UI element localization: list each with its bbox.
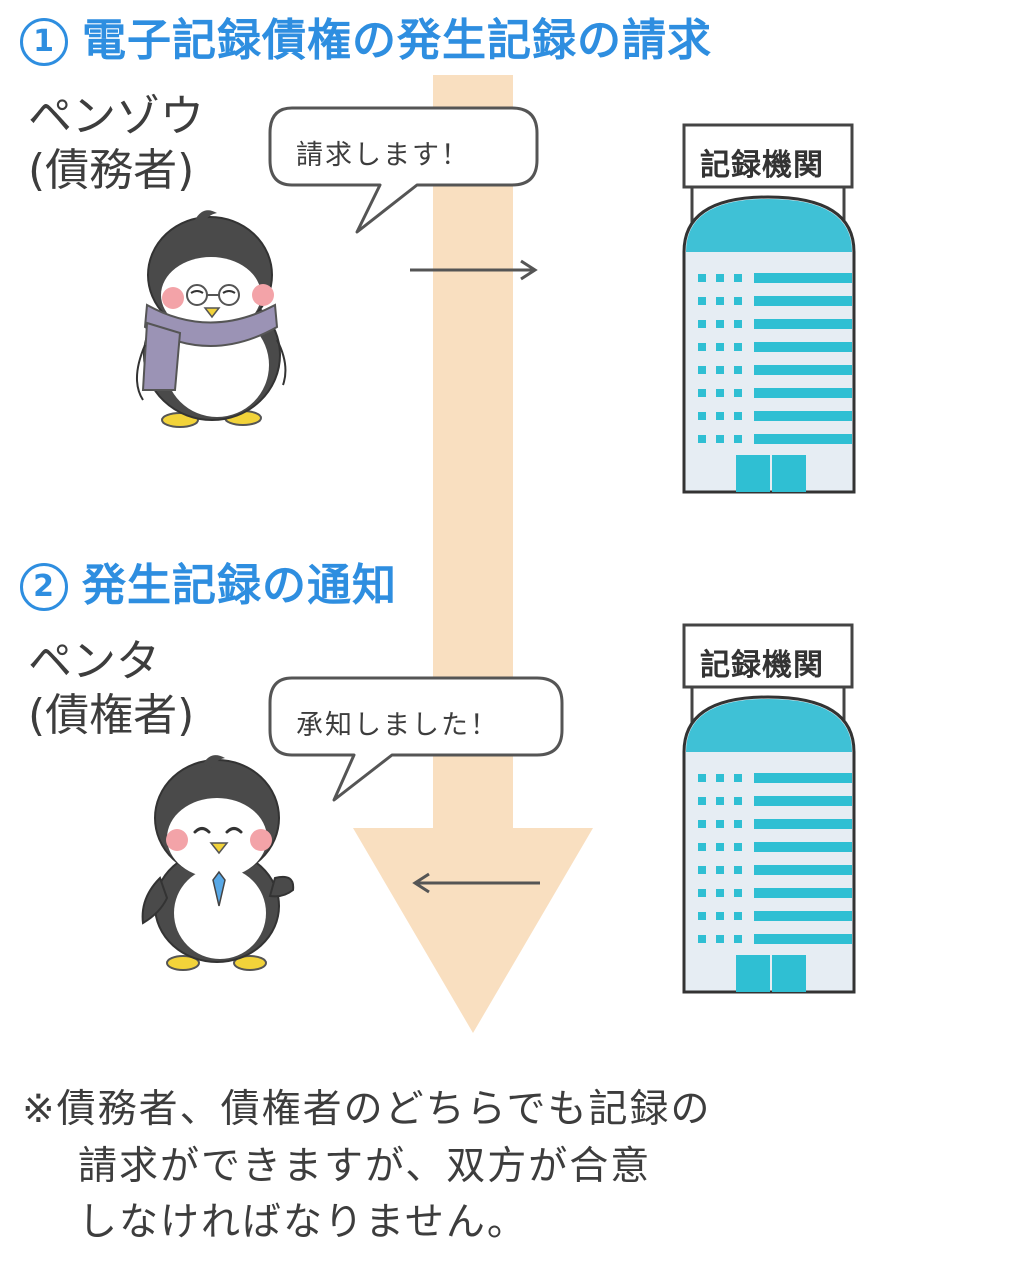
footnote-line-1: ※債務者、債権者のどちらでも記録の	[22, 1087, 712, 1132]
recording-institution-building-1	[682, 123, 856, 494]
institution-sign-2: 記録機関	[700, 648, 824, 683]
footnote: ※債務者、債権者のどちらでも記録の 請求ができますが、双方が合意 しなければなり…	[22, 1082, 712, 1252]
notification-arrow	[412, 872, 540, 894]
step2-number: 2	[20, 563, 68, 611]
step1-actor-label: ペンゾウ (債務者)	[28, 90, 204, 197]
step2-speech-text: 承知しました！	[296, 710, 499, 741]
step2-actor-name: ペンタ	[28, 636, 160, 687]
recording-institution-building-2	[682, 623, 856, 994]
institution-sign-1: 記録機関	[700, 148, 824, 183]
step1-heading: 1 電子記録債権の発生記録の請求	[20, 18, 712, 66]
step1-speech-text: 請求します！	[296, 140, 470, 171]
step1-number: 1	[20, 18, 68, 66]
penzou-penguin-illustration	[136, 210, 287, 428]
penta-penguin-illustration	[141, 755, 295, 971]
request-arrow	[410, 259, 538, 281]
step1-actor-role: (債務者)	[28, 144, 195, 196]
step1-title: 電子記録債権の発生記録の請求	[82, 15, 712, 66]
footnote-line-3: しなければなりません。	[78, 1200, 528, 1246]
step1-speech-bubble	[268, 106, 539, 234]
step1-actor-name: ペンゾウ	[28, 91, 204, 142]
step2-heading: 2 発生記録の通知	[20, 563, 397, 611]
step2-title: 発生記録の通知	[82, 560, 397, 611]
footnote-line-2: 請求ができますが、双方が合意	[78, 1143, 652, 1189]
step2-actor-label: ペンタ (債権者)	[28, 635, 194, 742]
step2-actor-role: (債権者)	[28, 689, 195, 741]
step2-speech-bubble	[268, 676, 564, 802]
